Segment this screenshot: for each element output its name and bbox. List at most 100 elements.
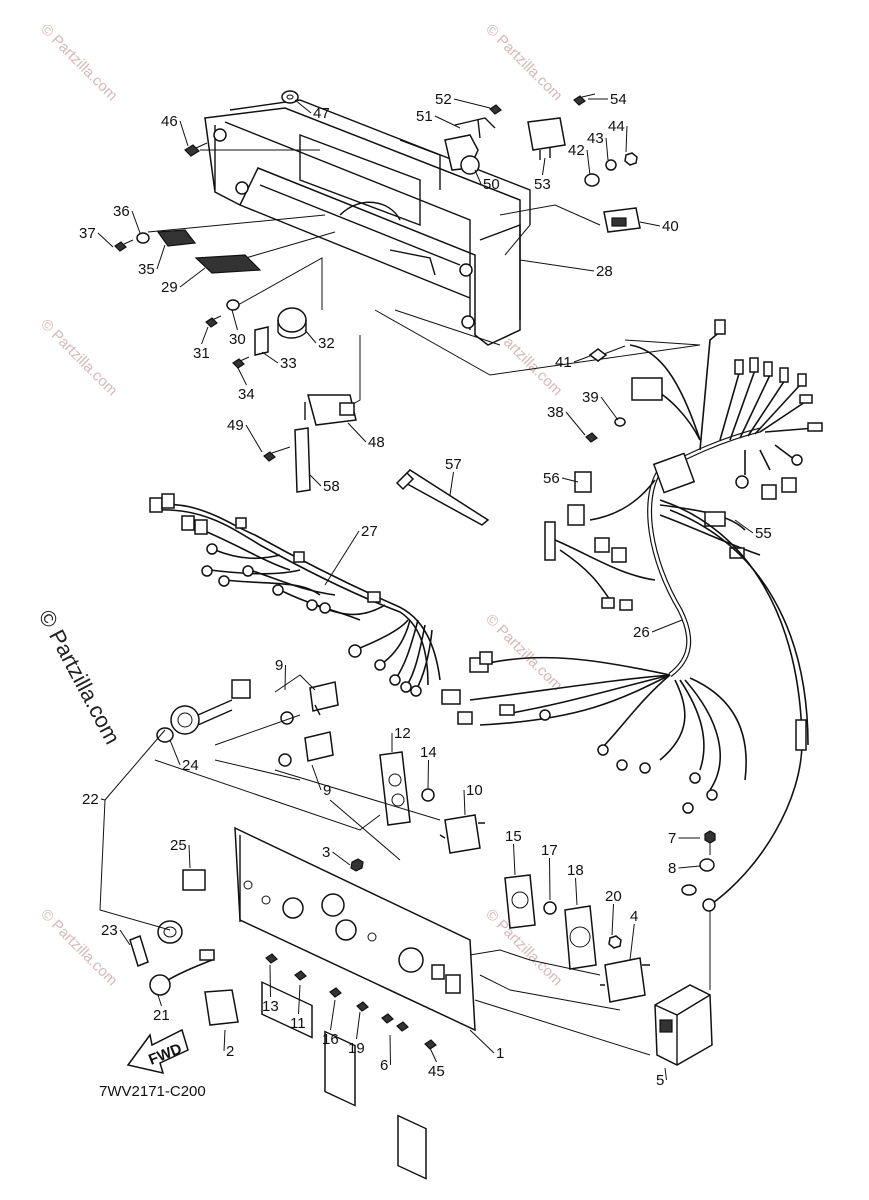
callout-label: 52 — [435, 91, 452, 108]
callout-label: 7 — [668, 830, 676, 847]
callout-label: 1 — [496, 1045, 504, 1062]
callout-label: 50 — [483, 176, 500, 193]
callout-label: 17 — [541, 842, 558, 859]
callout-label: 37 — [79, 225, 96, 242]
front-panel — [234, 826, 476, 1180]
callout-label: 53 — [534, 176, 551, 193]
callout-label: 5 — [656, 1072, 664, 1089]
callout-leader-line — [231, 309, 238, 331]
callout-leader-line — [97, 232, 114, 248]
callout-leader-line — [309, 474, 322, 487]
side-watermark-text: © Partzilla.com — [34, 606, 126, 749]
callout-leader-line — [639, 221, 661, 227]
callout-leader-line — [389, 1034, 391, 1066]
callout-label: 9 — [275, 657, 283, 674]
callout-label: 45 — [428, 1063, 445, 1080]
control-box-frame — [204, 99, 531, 346]
watermark-text: © Partzilla.com — [482, 21, 565, 104]
callout-label: 24 — [182, 757, 199, 774]
callout-label: 9 — [323, 782, 331, 799]
callout-label: 55 — [755, 525, 772, 542]
callout-leader-line — [453, 98, 491, 109]
callout-leader-line — [347, 422, 367, 443]
callout-leader-line — [664, 1067, 667, 1081]
callout-leader-line — [179, 267, 206, 288]
callout-leader-line — [474, 169, 482, 185]
callout-leader-line — [427, 759, 429, 789]
callout-leader-line — [463, 789, 466, 816]
callout-label: 27 — [361, 523, 378, 540]
callout-label: 13 — [262, 998, 279, 1015]
callout-leader-line — [223, 1029, 226, 1052]
callout-label: 47 — [313, 105, 330, 122]
watermark-text: © Partzilla.com — [37, 906, 120, 989]
callout-label: 16 — [322, 1031, 339, 1048]
callout-leader-line — [156, 244, 166, 270]
callout-leader-line — [429, 1047, 437, 1063]
callout-label: 10 — [466, 782, 483, 799]
callout-leader-line — [605, 137, 609, 161]
callout-label: 26 — [633, 624, 650, 641]
callout-label: 44 — [608, 118, 625, 135]
callout-leader-line — [237, 367, 247, 386]
callout-label: 18 — [567, 862, 584, 879]
callout-label: 6 — [380, 1057, 388, 1074]
callout-label: 29 — [161, 279, 178, 296]
callout-leader-line — [131, 210, 141, 234]
callout-label: 21 — [153, 1007, 170, 1024]
callout-leader-line — [311, 764, 322, 791]
callout-label: 15 — [505, 828, 522, 845]
callout-label: 11 — [290, 1015, 306, 1032]
callout-leader-line — [519, 259, 595, 272]
callout-label: 41 — [555, 354, 572, 371]
callout-label: 23 — [101, 922, 118, 939]
callout-label: 20 — [605, 888, 622, 905]
callout-label: 14 — [420, 744, 437, 761]
direction-arrow: FWD — [126, 1028, 189, 1075]
callout-leader-line — [549, 857, 551, 901]
callout-label: 3 — [322, 844, 330, 861]
callout-leader-line — [188, 844, 191, 869]
callout-label: 51 — [416, 108, 433, 125]
callout-leader-line — [469, 1029, 495, 1054]
callout-leader-line — [611, 903, 614, 936]
watermark-text: © Partzilla.com — [37, 21, 120, 104]
callout-leader-line — [434, 115, 461, 129]
callout-label: 58 — [323, 478, 340, 495]
callout-leader-line — [513, 843, 516, 876]
callout-label: 42 — [568, 142, 585, 159]
callout-leader-line — [298, 984, 301, 1015]
top-small-parts — [114, 90, 641, 526]
callout-leader-line — [575, 877, 578, 906]
callout-label: 56 — [543, 470, 560, 487]
callout-leader-line — [542, 157, 546, 176]
callout-leader-line — [324, 530, 360, 586]
callout-leader-line — [586, 149, 591, 176]
callout-leader-line — [565, 411, 586, 436]
callout-leader-line — [169, 739, 181, 766]
watermark-text: © Partzilla.com — [37, 316, 120, 399]
callout-label: 40 — [662, 218, 679, 235]
right-components — [469, 874, 713, 1066]
callout-label: 4 — [630, 908, 638, 925]
callout-label: 35 — [138, 261, 155, 278]
callout-label: 49 — [227, 417, 244, 434]
watermark-text: © Partzilla.com — [482, 611, 565, 694]
callout-label: 30 — [229, 331, 246, 348]
wire-harness-26 — [441, 319, 823, 912]
callout-label: 54 — [610, 91, 627, 108]
callout-label: 34 — [238, 386, 255, 403]
callout-label: 28 — [596, 263, 613, 280]
callout-label: 22 — [82, 791, 99, 808]
callout-label: 19 — [348, 1040, 365, 1057]
callout-label: 38 — [547, 404, 564, 421]
callout-leader-line — [294, 99, 312, 114]
callout-label: 25 — [170, 837, 187, 854]
callout-leader-line — [330, 999, 336, 1031]
callout-label: 32 — [318, 335, 335, 352]
callout-label: 36 — [113, 203, 130, 220]
callout-leader-line — [261, 351, 279, 364]
callout-leader-line — [600, 396, 619, 421]
callout-label: 48 — [368, 434, 385, 451]
